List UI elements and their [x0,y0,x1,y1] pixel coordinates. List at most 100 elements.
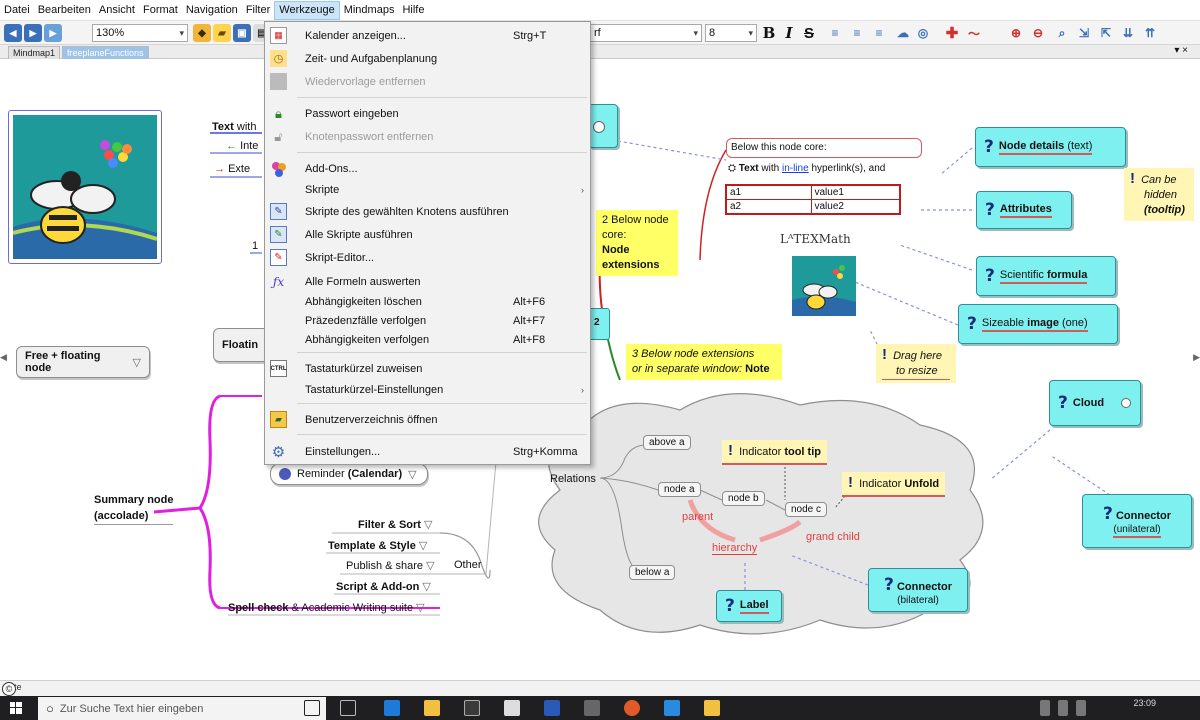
world-icon[interactable]: ◎ [917,26,929,40]
external-link-node[interactable]: → Exte [214,163,250,175]
connector-unilateral-node[interactable]: ? Connector (unilateral) [1082,494,1192,548]
tray-icon[interactable] [1058,700,1068,716]
node-b[interactable]: node b [722,491,765,506]
mail-icon[interactable] [504,700,520,716]
node-a[interactable]: node a [658,482,701,497]
node-c[interactable]: node c [785,502,828,517]
menu-navigation[interactable]: Navigation [185,3,238,16]
cloud-node[interactable]: ? Cloud [1049,380,1141,426]
extensions-note-2[interactable]: 2 Below node core: Node extensions [596,210,678,276]
zoom-out-icon[interactable]: ⊖ [1032,26,1044,40]
unfold-all-icon[interactable]: ⇈ [1144,26,1156,40]
menu-item-formeln[interactable]: ƒx Alle Formeln auswerten [265,271,590,292]
forward-icon[interactable]: ▶ [24,24,42,42]
drag-resize-note[interactable]: ! Drag here to resize [876,344,956,383]
below-a-node[interactable]: below a [629,565,676,580]
file-explorer-icon[interactable] [424,700,440,716]
italic-icon[interactable]: I [785,24,793,42]
menu-filter[interactable]: Filter [245,3,271,16]
scientific-formula-node[interactable]: ? Scientific formula [976,256,1116,296]
collapse-right-icon[interactable]: ▶ [1193,352,1200,362]
extension-node-partial[interactable]: 2 [588,308,610,340]
menu-format[interactable]: Format [142,3,178,16]
connector-icon[interactable]: 〜 [967,26,980,41]
extensions-note-3[interactable]: 3 Below node extensions or in separate w… [626,344,782,380]
close-icon[interactable]: ▾ × [1174,45,1188,56]
numbered-node[interactable]: 1 [252,240,258,252]
above-a-node[interactable]: above a [643,435,691,450]
app-icon[interactable] [584,700,600,716]
menu-item-benutzerverzeichnis[interactable]: ▰ Benutzerverzeichnis öffnen [265,409,590,430]
other-node[interactable]: Other [454,559,482,571]
tab-freeplane-functions[interactable]: freeplaneFunctions [62,46,149,59]
menu-item-tastaturkuerzel-einstellungen[interactable]: Tastaturkürzel-Einstellungen › [265,379,590,400]
add-node-icon[interactable]: ✚ [945,25,959,42]
taskbar-clock[interactable]: 23:09 [1133,698,1156,708]
menu-item-skripte-knoten[interactable]: ✎ Skripte des gewählten Knotens ausführe… [265,201,590,222]
cloud-toolbar-icon[interactable]: ☁ [897,26,909,40]
back-icon[interactable]: ◀ [4,24,22,42]
fold-icon[interactable]: ⇲ [1078,26,1090,40]
menu-item-abhaengigkeiten-verfolgen[interactable]: Abhängigkeiten verfolgen Alt+F8 [265,329,590,350]
photos-icon[interactable] [664,700,680,716]
navigate-icon[interactable]: ▶ [44,24,62,42]
filter-sort-node[interactable]: Filter & Sort ▽ [358,518,432,531]
microphone-icon[interactable] [304,700,320,716]
tray-icon[interactable] [1076,700,1086,716]
node-details-node[interactable]: ? Node details (text) [975,127,1126,167]
zoom-select[interactable]: 130% ▾ [92,24,188,42]
menu-item-abhaengigkeiten-loeschen[interactable]: Abhängigkeiten löschen Alt+F6 [265,291,590,312]
connector-bilateral-node[interactable]: ? Connector (bilateral) [868,568,968,612]
indicator-tooltip-node[interactable]: ! Indicator tool tip [722,440,827,465]
freeplane-taskbar-icon[interactable] [704,700,720,716]
tooltip-note[interactable]: ! Can be hidden (tooltip) [1124,168,1194,221]
summary-node[interactable]: Summary node (accolade) [94,492,174,525]
freeplane-logo-node[interactable] [8,110,162,264]
spell-check-node[interactable]: Spell check & Academic Writing suite ▽ [228,601,425,614]
floating-node[interactable]: Floatin [213,328,269,362]
menu-item-skript-editor[interactable]: ✎ Skript-Editor... [265,247,590,268]
font-size-select[interactable]: 8 ▾ [705,24,757,42]
taskbar-search-input[interactable]: ○ Zur Suche Text hier eingeben [38,697,326,720]
menu-mindmaps[interactable]: Mindmaps [343,3,395,16]
relations-node[interactable]: Relations [550,473,596,485]
palette-icon[interactable]: ◆ [193,24,211,42]
align-left-icon[interactable]: ≡ [831,26,839,40]
menu-item-passwort[interactable]: 🔒︎ Passwort eingeben [265,103,590,124]
menu-ansicht[interactable]: Ansicht [98,3,135,16]
template-style-node[interactable]: Template & Style ▽ [328,539,427,552]
menu-item-einstellungen[interactable]: ⚙ Einstellungen... Strg+Komma [265,441,590,462]
fold-all-icon[interactable]: ⇊ [1122,26,1134,40]
align-right-icon[interactable]: ≡ [875,26,883,40]
attributes-table[interactable]: a1 value1 a2 value2 [725,184,901,215]
mindmap-canvas[interactable]: Free + floating node ▽ Floatin Summary n… [0,60,1200,680]
sizeable-image-node[interactable]: ? Sizeable image (one) [958,304,1118,344]
inline-hyperlink[interactable]: in-line [781,163,809,174]
menu-item-praezedenzfaelle[interactable]: Präzedenzfälle verfolgen Alt+F7 [265,310,590,331]
align-center-icon[interactable]: ≡ [853,26,861,40]
tab-mindmap1[interactable]: Mindmap1 [8,46,61,59]
task-view-icon[interactable] [340,700,356,716]
core-text-node[interactable]: ⛭ Text with in-line hyperlink(s), and [728,163,885,174]
strikethrough-icon[interactable]: S [803,24,814,42]
menu-werkzeuge[interactable]: Werkzeuge [274,0,340,20]
open-folder-icon[interactable]: ▰ [213,24,231,42]
menu-item-addons[interactable]: Add-Ons... [265,158,590,179]
menu-item-skripte[interactable]: Skripte › [265,179,590,200]
internal-link-node[interactable]: ← Inte [226,140,258,152]
root-node-partial[interactable] [588,104,618,148]
free-floating-node[interactable]: Free + floating node ▽ [16,346,150,378]
indicator-unfold-node[interactable]: ! Indicator Unfold [842,472,946,497]
firefox-icon[interactable] [624,700,640,716]
menu-item-kalender[interactable]: ▦ Kalender anzeigen... Strg+T [265,25,590,46]
menu-item-alle-skripte[interactable]: ✎ Alle Skripte ausführen [265,224,590,245]
unfold-icon[interactable]: ⇱ [1100,26,1112,40]
menu-hilfe[interactable]: Hilfe [402,3,425,16]
zoom-in-icon[interactable]: ⊕ [1010,26,1022,40]
windows-start-icon[interactable] [10,702,22,714]
menu-datei[interactable]: Datei [4,3,30,16]
font-family-select[interactable]: rf ▾ [590,24,702,42]
publish-share-node[interactable]: Publish & share ▽ [346,559,435,572]
menu-bearbeiten[interactable]: Bearbeiten [37,3,91,16]
bold-icon[interactable]: B [762,24,776,42]
